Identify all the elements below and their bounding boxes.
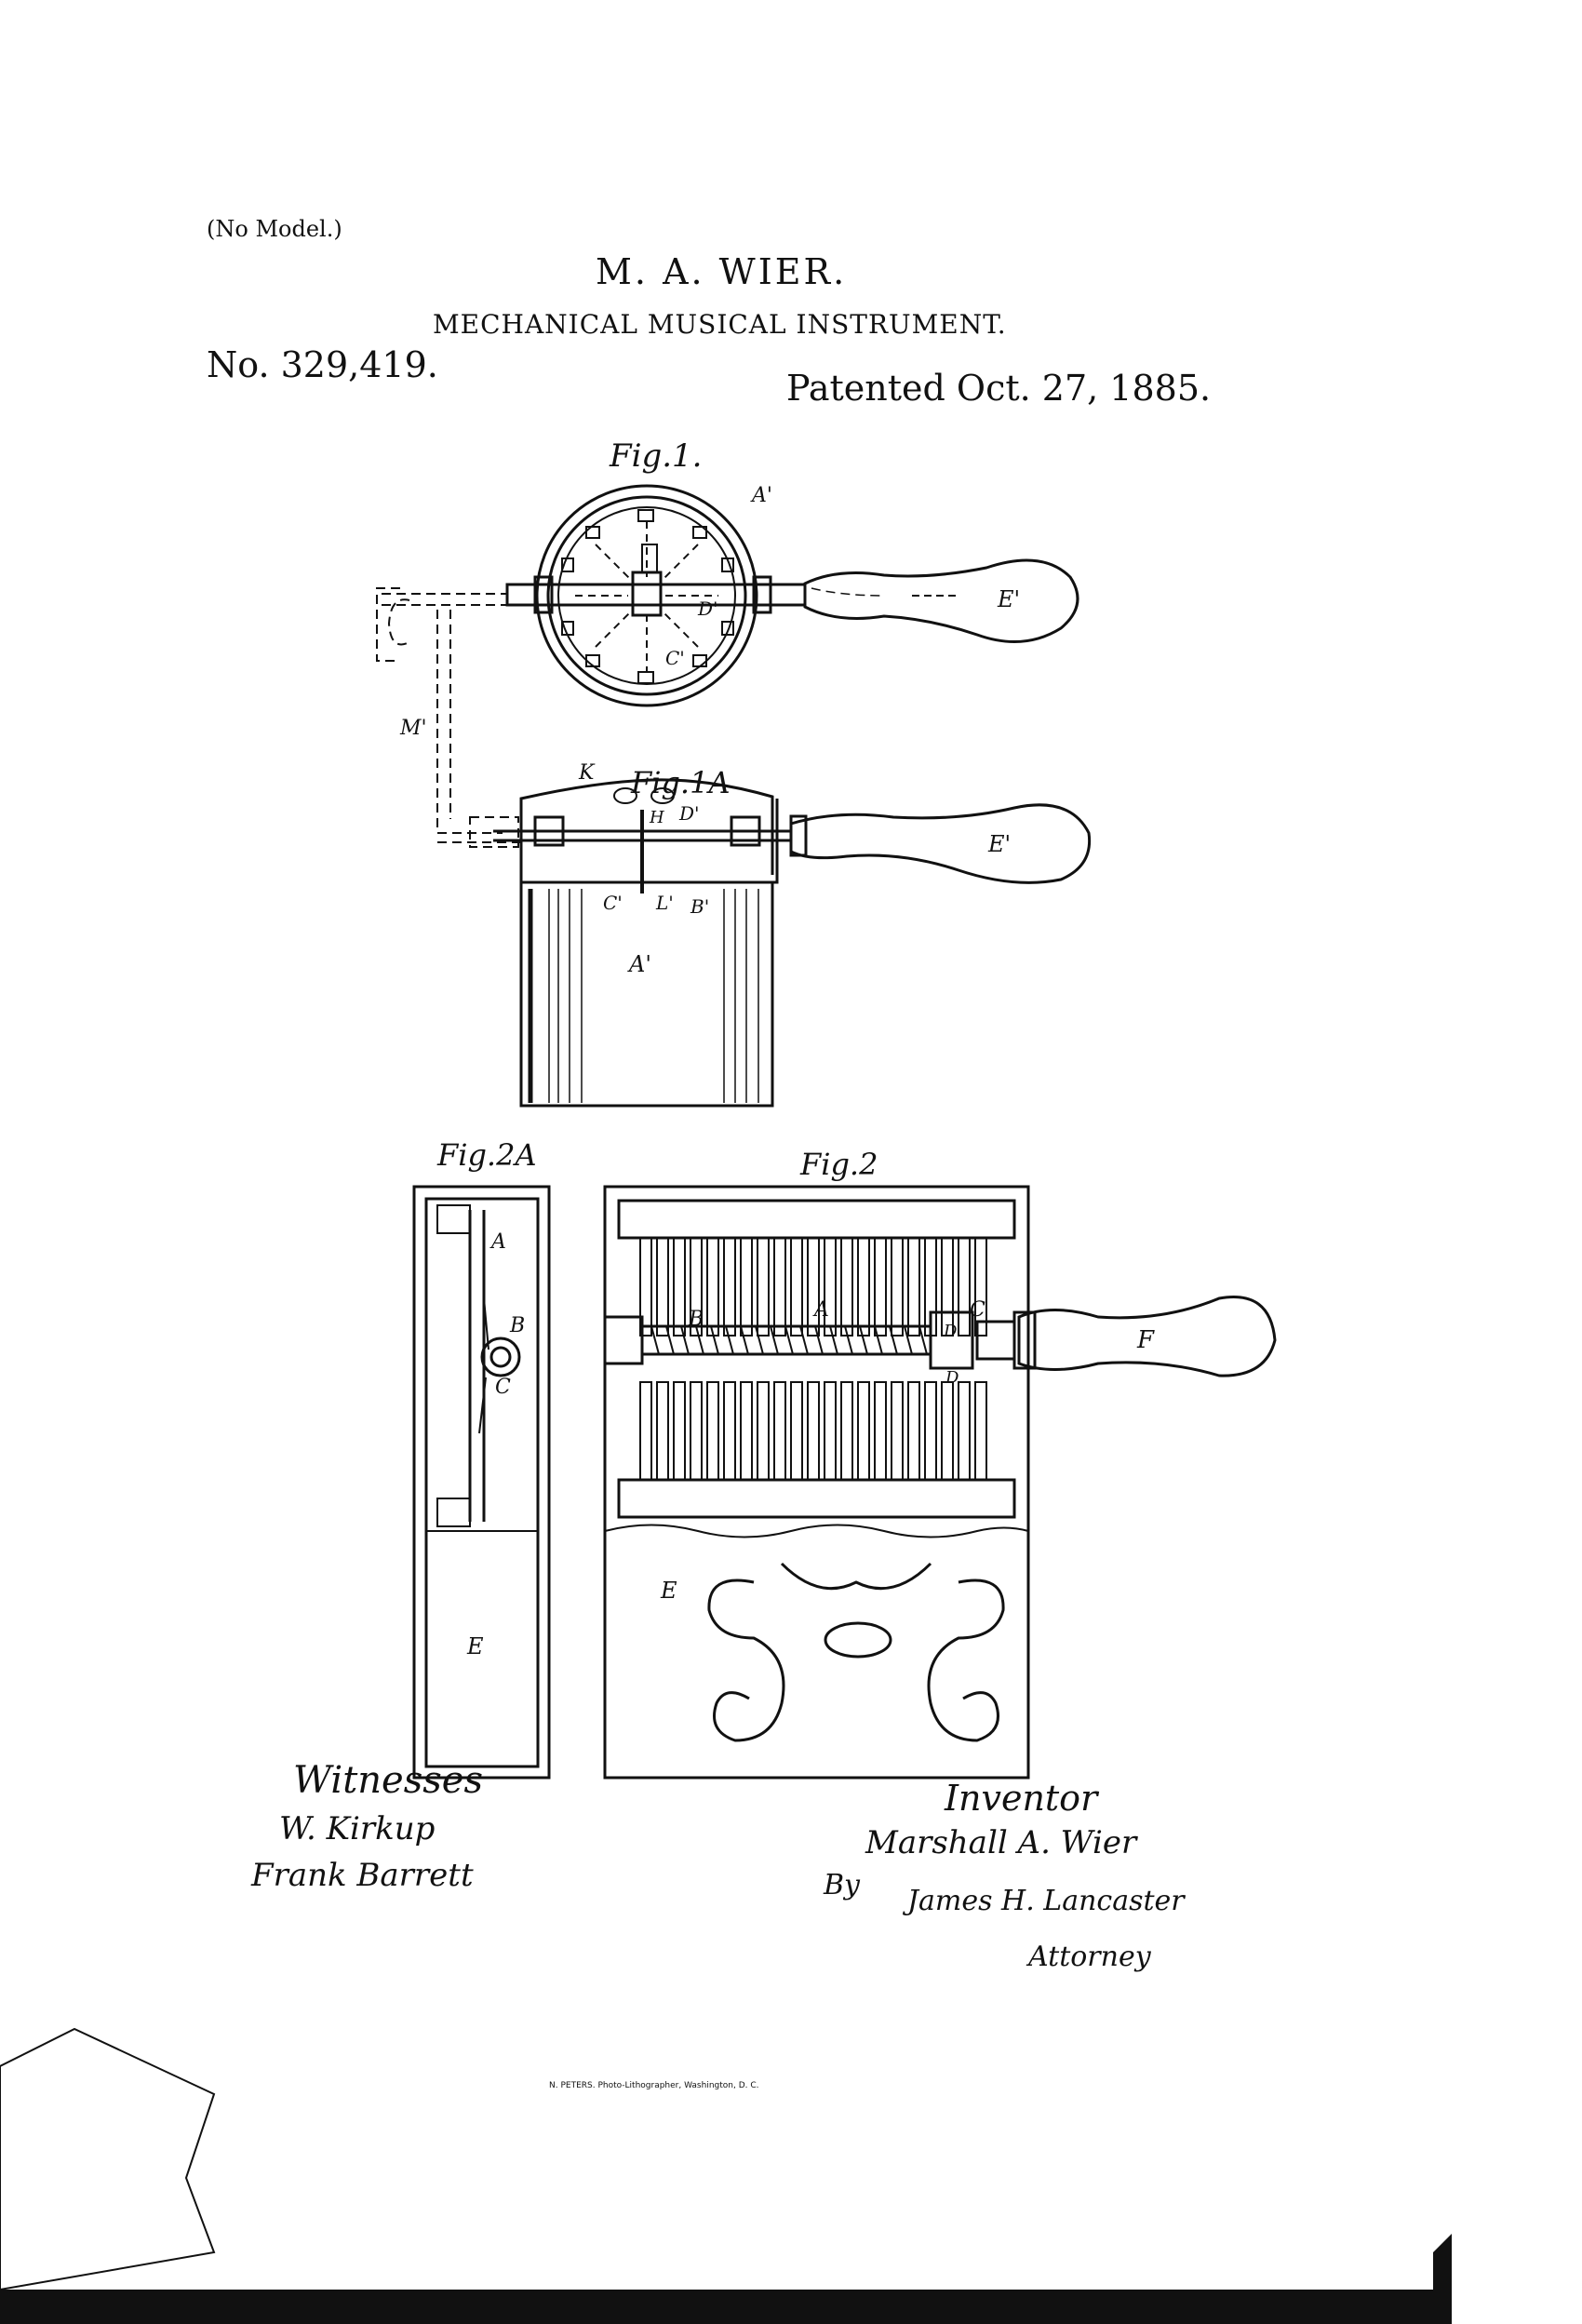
- witness-signature-2: Frank Barrett: [251, 1857, 474, 1894]
- inventor-label: Inventor: [945, 1778, 1098, 1819]
- figure-1-drawing: [505, 484, 1079, 707]
- ref-H: H: [650, 808, 664, 827]
- figure-2-drawing: [603, 1185, 1277, 1780]
- witnesses-label: Witnesses: [293, 1759, 483, 1802]
- ref-C-prime-fig1a: C': [603, 892, 623, 914]
- ref-A-prime-fig1: A': [752, 484, 772, 507]
- ref-A-fig2: A: [814, 1298, 829, 1322]
- figure-2a-drawing: [412, 1185, 551, 1780]
- ref-D-prime-fig1a: D': [679, 802, 700, 825]
- ref-D-prime-fig1: D': [698, 598, 718, 620]
- ref-E-fig2a: E: [467, 1633, 484, 1659]
- patented-date: Patented Oct. 27, 1885.: [786, 368, 1212, 409]
- ref-C-fig2a: C: [495, 1376, 511, 1399]
- ref-B-prime: B': [690, 895, 710, 918]
- ref-D-fig2-lower: D: [945, 1368, 959, 1388]
- fig-1a-label: Fig.1A: [631, 765, 731, 800]
- ref-K: K: [579, 761, 595, 785]
- fig-2-label: Fig.2: [800, 1147, 878, 1182]
- by-label: By: [824, 1869, 860, 1901]
- patent-number: No. 329,419.: [207, 344, 438, 385]
- ref-C-prime-fig1: C': [665, 647, 685, 669]
- ref-C-fig2: C: [970, 1298, 985, 1322]
- no-model-note: (No Model.): [207, 216, 342, 242]
- ref-D-fig2-upper: D: [944, 1322, 958, 1341]
- patent-title: MECHANICAL MUSICAL INSTRUMENT.: [433, 309, 1007, 340]
- witness-signature-1: W. Kirkup: [279, 1810, 436, 1847]
- ref-B-fig2: B: [689, 1308, 704, 1331]
- ref-E-prime-fig1: E': [998, 586, 1021, 612]
- ref-L-prime: L': [656, 892, 674, 914]
- inventor-name: M. A. WIER.: [596, 251, 848, 292]
- ref-A-prime-fig1a: A': [629, 951, 651, 977]
- ref-M-prime: M': [400, 717, 427, 740]
- ref-F-fig2: F: [1137, 1326, 1155, 1354]
- attorney-signature: James H. Lancaster: [907, 1885, 1185, 1917]
- figure-1a-drawing: [493, 778, 1092, 1108]
- crank-dashed: [376, 587, 521, 848]
- ref-E-fig2: E: [661, 1578, 677, 1604]
- inventor-signature: Marshall A. Wier: [865, 1824, 1137, 1861]
- ref-E-prime-fig1a: E': [988, 831, 1012, 857]
- printer-credit: N. PETERS. Photo-Lithographer, Washingto…: [549, 2081, 759, 2090]
- fig-2a-label: Fig.2A: [437, 1137, 537, 1173]
- ref-B-fig2a: B: [510, 1314, 526, 1337]
- attorney-label: Attorney: [1028, 1941, 1151, 1973]
- ref-A-fig2a: A: [491, 1230, 506, 1254]
- fig-1-label: Fig.1.: [610, 437, 703, 475]
